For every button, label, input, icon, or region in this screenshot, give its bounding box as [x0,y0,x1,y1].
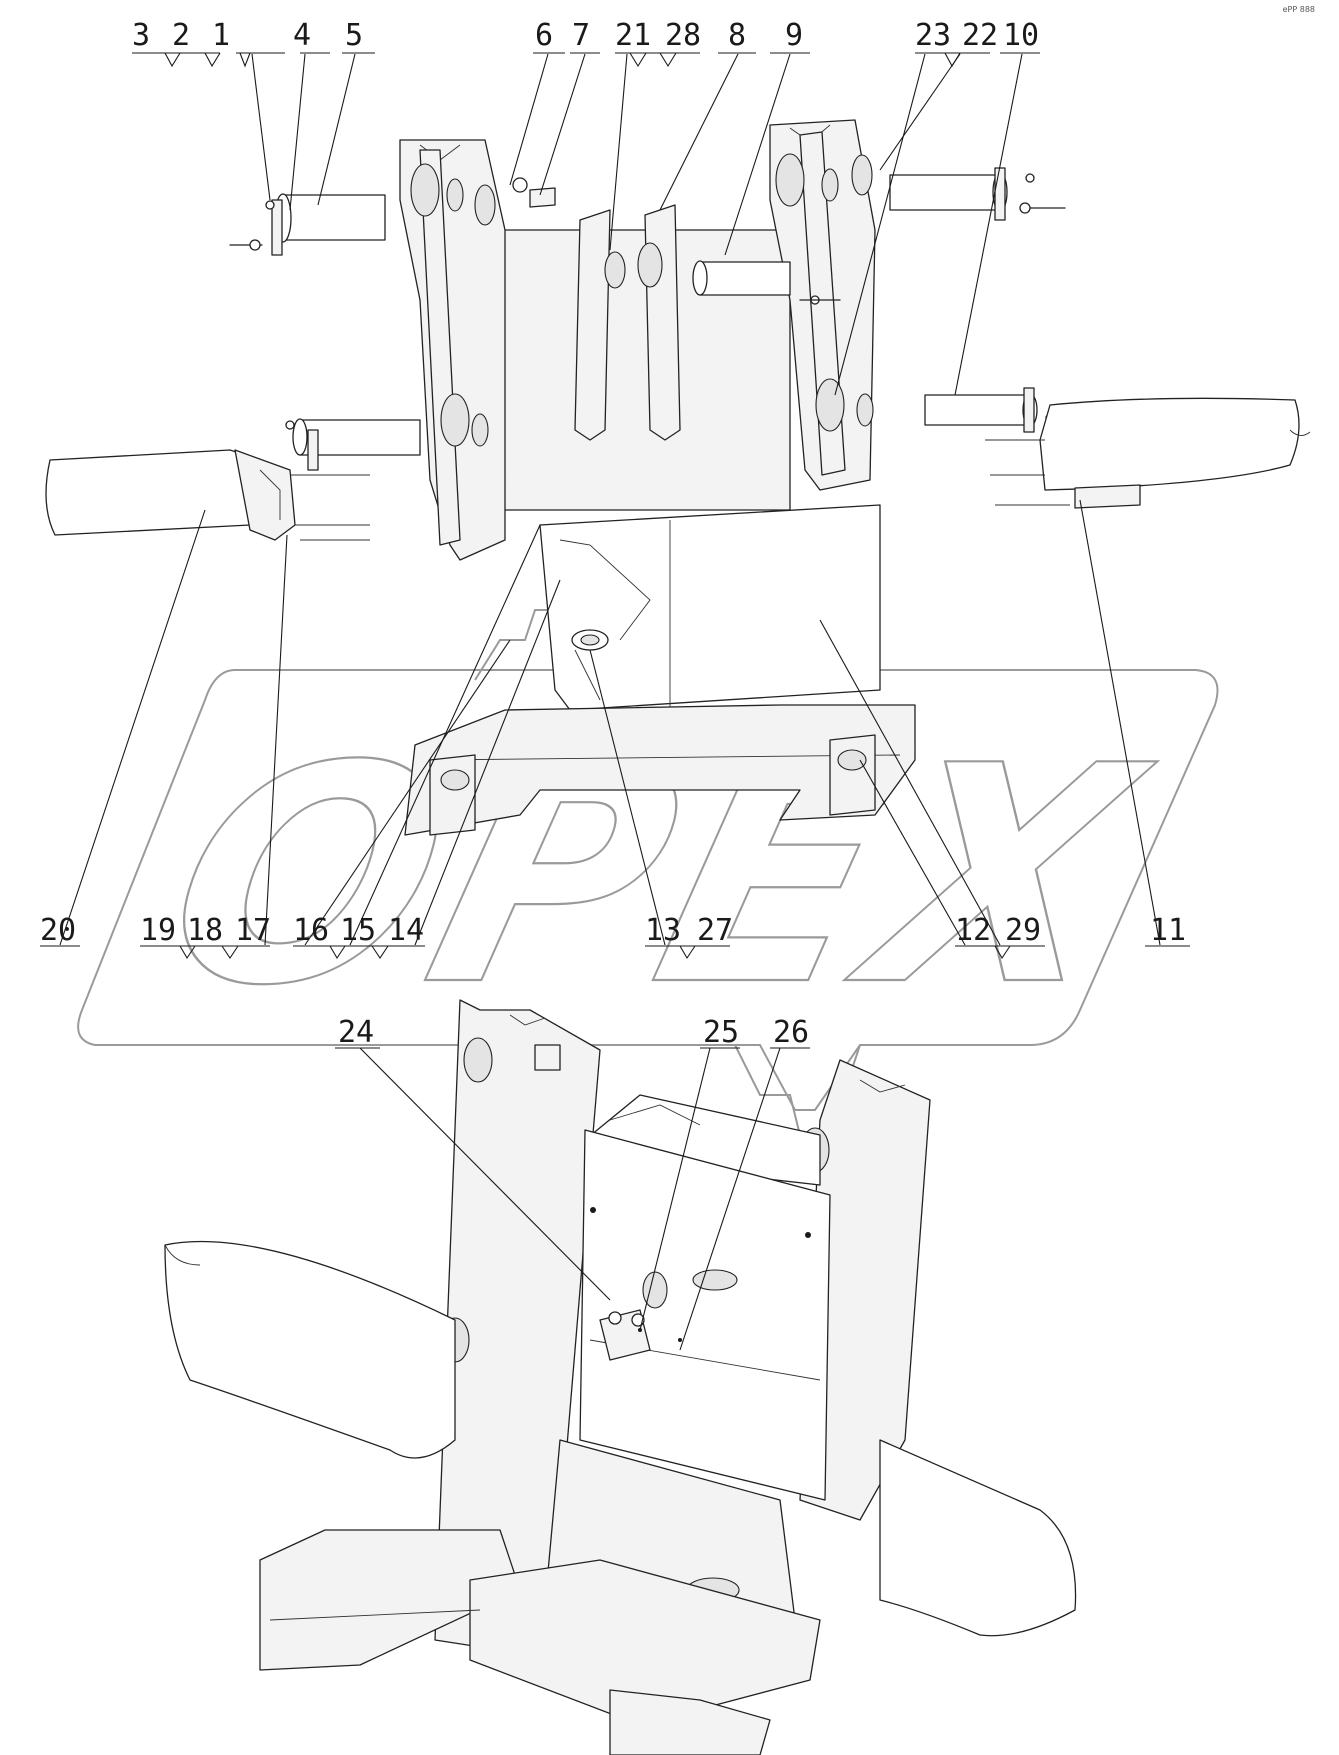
callout-29: 29 [1005,913,1041,948]
callout-8: 8 [728,18,746,53]
callout-23: 23 [915,18,951,53]
callout-6: 6 [535,18,553,53]
callout-18: 18 [187,913,223,948]
callout-15: 15 [340,913,376,948]
callout-11: 11 [1150,913,1186,948]
callout-28: 28 [665,18,701,53]
callout-20: 20 [40,913,76,948]
callout-21: 21 [615,18,651,53]
upper-frame-view [45,119,1311,836]
callout-5: 5 [345,18,363,53]
corner-mark: ePP 888 [1283,5,1315,14]
callout-12: 12 [955,913,991,948]
callout-19: 19 [140,913,176,948]
callout-numbers: 3 2 1 4 5 6 7 21 28 8 9 23 22 10 20 19 1… [40,18,1186,1050]
callout-25: 25 [703,1015,739,1050]
callout-14: 14 [388,913,424,948]
callout-27: 27 [697,913,733,948]
callout-3: 3 [132,18,150,53]
callout-17: 17 [235,913,271,948]
callout-10: 10 [1003,18,1039,53]
lower-frame-view [164,999,1077,1755]
callout-26: 26 [773,1015,809,1050]
callout-24: 24 [338,1015,374,1050]
callout-2: 2 [172,18,190,53]
callout-13: 13 [645,913,681,948]
callout-22: 22 [962,18,998,53]
callout-1: 1 [212,18,230,53]
callout-16: 16 [293,913,329,948]
callout-9: 9 [785,18,803,53]
callout-7: 7 [572,18,590,53]
callout-4: 4 [293,18,311,53]
callout-leaders [40,52,1190,1351]
